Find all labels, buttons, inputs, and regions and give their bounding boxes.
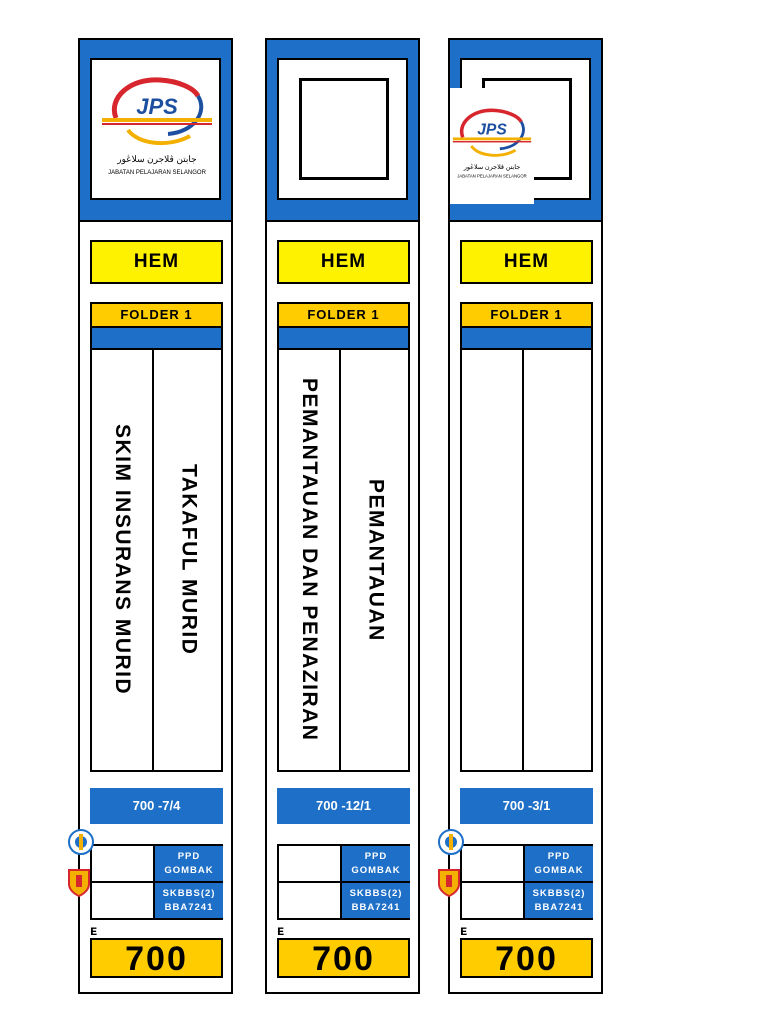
title-left: SKIM INSURANS MURID [111,424,134,696]
ppd-left-divider [462,881,523,883]
school-code: SKBBS(2)BBA7241 [162,888,216,913]
empty-photo-frame [299,78,389,180]
kpm-crest-icon [438,829,464,855]
corner-mark: ᴇ [277,922,285,938]
title-left-cell: SKIM INSURANS MURID [92,350,152,770]
jps-logo-icon: جابتن ڤلاجرن سلاڠور JABATAN PELAJARAN SE… [450,88,534,178]
title-right: TAKAFUL MURID [177,464,201,656]
ppd-left-divider [279,881,340,883]
column-divider [152,350,154,770]
corner-mark: ᴇ [90,922,98,938]
jps-logo: جابتن ڤلاجرن سلاڠور JABATAN PELAJARAN SE… [98,70,216,190]
title-left: PEMANTAUAN DAN PENAZIRAN [298,378,321,742]
ppd-left-divider [92,881,153,883]
file-code: 700 -12/1 [277,788,410,824]
title-box: PEMANTAUAN DAN PENAZIRAN PEMANTAUAN [277,350,410,772]
spine-top-panel [267,40,418,222]
spine-number: 700 [460,938,593,978]
corner-mark: ᴇ [460,922,468,938]
folder-label: FOLDER 1 [277,302,410,328]
spine-top-panel: جابتن ڤلاجرن سلاڠور JABATAN PELAJARAN SE… [80,40,231,222]
blue-bar [277,328,410,350]
title-right-cell: TAKAFUL MURID [154,350,223,770]
folder-label: FOLDER 1 [460,302,593,328]
kpm-crest-icon [68,829,94,855]
spine-number: 700 [277,938,410,978]
selangor-crest-icon [68,869,90,898]
blue-bar [90,328,223,350]
title-box [460,350,593,772]
school-code: SKBBS(2)BBA7241 [349,888,403,913]
header-label: HEM [277,240,410,284]
logo-box [277,58,408,200]
title-box: SKIM INSURANS MURID TAKAFUL MURID [90,350,223,772]
file-spine-3: جابتن ڤلاجرن سلاڠور JABATAN PELAJARAN SE… [438,38,603,994]
ppd-panel-divider [342,881,410,883]
header-label: HEM [460,240,593,284]
title-left-cell: PEMANTAUAN DAN PENAZIRAN [279,350,339,770]
logo-org: JABATAN PELAJARAN SELANGOR [108,170,206,176]
school-code: SKBBS(2)BBA7241 [532,888,586,913]
logo-org: JABATAN PELAJARAN SELANGOR [457,173,527,178]
file-code: 700 -7/4 [90,788,223,824]
jps-logo-icon: جابتن ڤلاجرن سلاڠور JABATAN PELAJARAN SE… [98,70,216,176]
folder-label: FOLDER 1 [90,302,223,328]
logo-box: جابتن ڤلاجرن سلاڠور JABATAN PELAJARAN SE… [90,58,221,200]
file-code: 700 -3/1 [460,788,593,824]
title-right: PEMANTAUAN [364,478,388,642]
ppd-panel-divider [155,881,223,883]
column-divider [522,350,524,770]
selangor-crest-icon [438,869,460,898]
jps-logo: جابتن ڤلاجرن سلاڠور JABATAN PELAJARAN SE… [450,88,534,204]
column-divider [339,350,341,770]
spine-number: 700 [90,938,223,978]
title-right-cell [524,350,593,770]
title-right-cell: PEMANTAUAN [341,350,410,770]
file-spine-1: جابتن ڤلاجرن سلاڠور JABATAN PELAJARAN SE… [68,38,233,994]
logo-jawi: جابتن ڤلاجرن سلاڠور [463,163,520,171]
blue-bar [460,328,593,350]
file-spine-2: HEM FOLDER 1 PEMANTAUAN DAN PENAZIRAN PE… [265,38,420,994]
header-label: HEM [90,240,223,284]
ppd-panel-divider [525,881,593,883]
logo-box: جابتن ڤلاجرن سلاڠور JABATAN PELAJARAN SE… [450,58,591,204]
title-left-cell [462,350,522,770]
logo-jawi: جابتن ڤلاجرن سلاڠور [116,154,196,165]
spine-top-panel: جابتن ڤلاجرن سلاڠور JABATAN PELAJARAN SE… [450,40,601,222]
